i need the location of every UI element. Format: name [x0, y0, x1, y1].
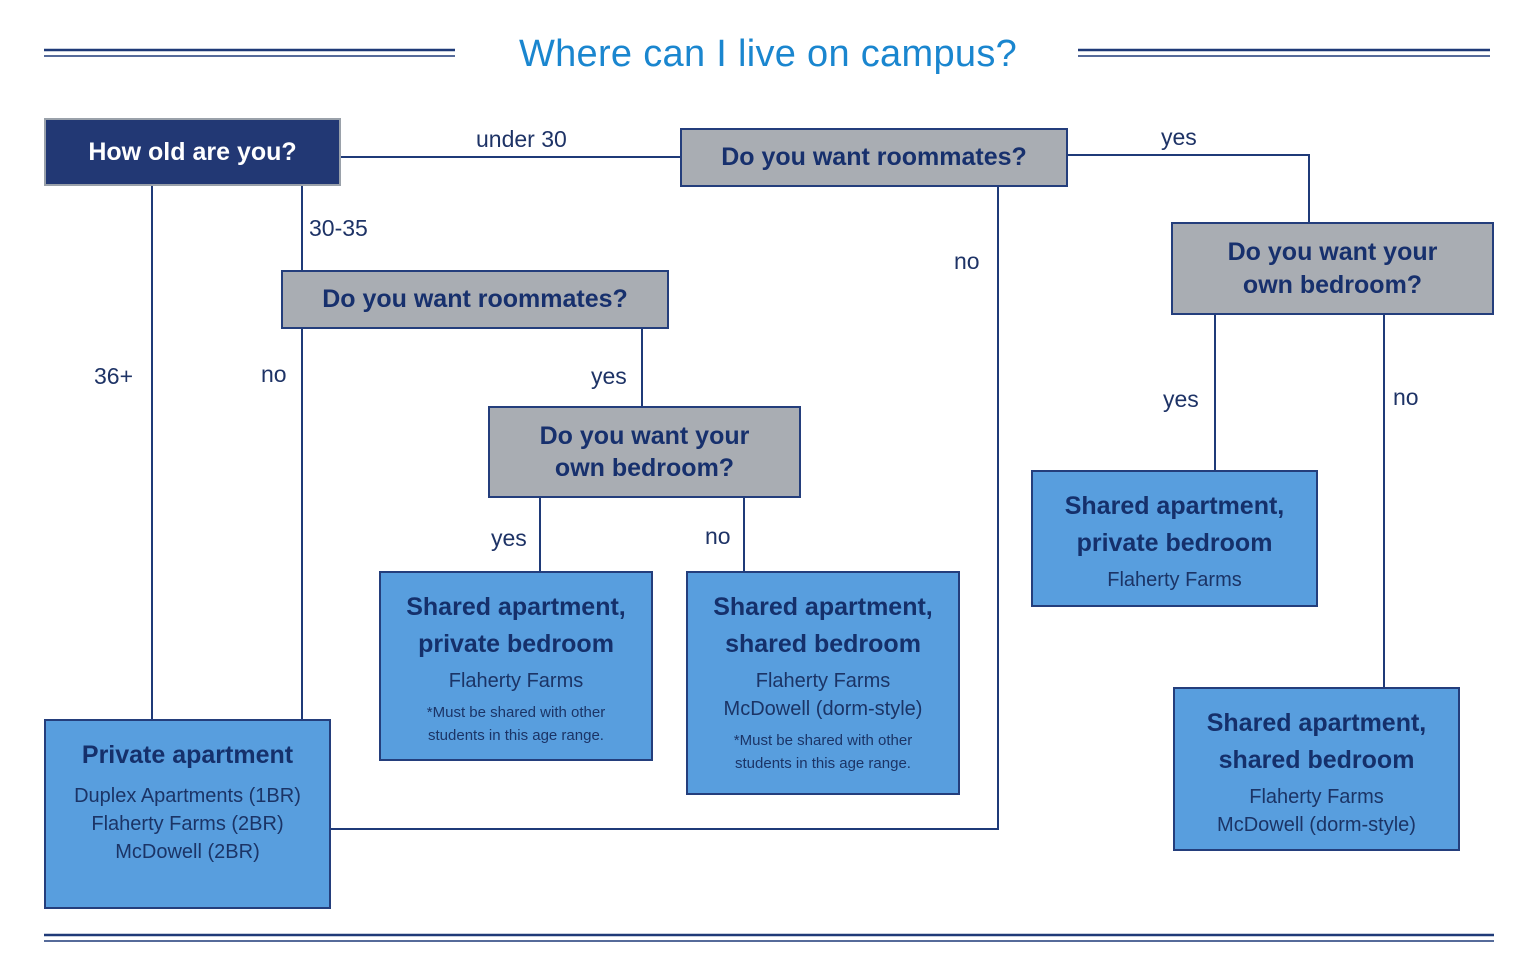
- result-location: Flaherty Farms: [1249, 786, 1384, 808]
- label-30-35-roommates-no: no: [261, 361, 287, 387]
- result-location: Flaherty Farms: [755, 670, 891, 692]
- page-title: Where can I live on campus?: [518, 33, 1018, 75]
- result-private-apartment: Private apartment Duplex Apartments (1BR…: [44, 719, 331, 909]
- result-title: Shared apartment,: [713, 593, 933, 621]
- label-under30-bedroom-no: no: [1393, 384, 1419, 410]
- question-bedroom-under30-line2: own bedroom?: [1242, 270, 1423, 299]
- question-bedroom-30-35-line2: own bedroom?: [554, 454, 735, 482]
- label-under30: under 30: [476, 126, 567, 152]
- result-shared-shared-30-35: Shared apartment, shared bedroom Flahert…: [686, 571, 960, 795]
- result-shared-private-under30: Shared apartment, private bedroom Flaher…: [1031, 470, 1318, 607]
- result-title: private bedroom: [418, 630, 614, 658]
- label-under30-roommates-no: no: [954, 248, 980, 274]
- question-roommates-under30-text: Do you want roommates?: [721, 143, 1027, 172]
- result-location: Flaherty Farms: [448, 670, 584, 692]
- title-rule-right: [1078, 48, 1490, 57]
- label-30-35-roommates-yes: yes: [591, 363, 627, 389]
- label-30-35: 30-35: [309, 215, 368, 241]
- result-title: Shared apartment,: [1206, 709, 1427, 737]
- result-location: Flaherty Farms (2BR): [91, 813, 284, 835]
- result-title: shared bedroom: [1218, 746, 1415, 774]
- question-bedroom-30-35: Do you want your own bedroom?: [488, 406, 801, 498]
- edge-under30-yes: [1068, 154, 1310, 223]
- question-roommates-30-35-text: Do you want roommates?: [322, 285, 628, 314]
- question-age-text: How old are you?: [88, 137, 297, 166]
- result-title: Shared apartment,: [406, 593, 626, 621]
- label-36plus: 36+: [94, 363, 134, 389]
- bottom-rule: [44, 933, 1494, 942]
- result-location: McDowell (dorm-style): [723, 698, 923, 720]
- label-under30-bedroom-yes: yes: [1163, 386, 1199, 412]
- label-under30-roommates-yes: yes: [1161, 124, 1197, 150]
- question-age: How old are you?: [44, 118, 341, 186]
- label-30-35-bedroom-yes: yes: [491, 525, 527, 551]
- result-private-apartment-title: Private apartment: [81, 741, 294, 769]
- result-location: McDowell (2BR): [115, 841, 260, 863]
- result-note: *Must be shared with other: [733, 732, 913, 749]
- result-title: Shared apartment,: [1064, 492, 1285, 520]
- result-note: *Must be shared with other: [426, 704, 606, 721]
- question-roommates-under30: Do you want roommates?: [680, 128, 1068, 187]
- result-note: students in this age range.: [428, 727, 604, 744]
- result-location: McDowell (dorm-style): [1217, 814, 1416, 836]
- result-title: private bedroom: [1076, 529, 1273, 557]
- question-bedroom-under30-line1: Do you want your: [1227, 238, 1438, 266]
- result-note: students in this age range.: [735, 755, 911, 772]
- question-bedroom-30-35-line1: Do you want your: [539, 421, 750, 450]
- question-bedroom-under30: Do you want your own bedroom?: [1171, 222, 1494, 315]
- result-title: shared bedroom: [725, 630, 921, 658]
- result-shared-shared-under30: Shared apartment, shared bedroom Flahert…: [1173, 687, 1460, 851]
- edge-under30-no: [331, 187, 999, 830]
- result-location: Duplex Apartments (1BR): [74, 785, 301, 807]
- label-30-35-bedroom-no: no: [705, 523, 731, 549]
- result-location: Flaherty Farms: [1107, 569, 1242, 591]
- title-rule-left: [44, 48, 455, 57]
- result-shared-private-30-35: Shared apartment, private bedroom Flaher…: [379, 571, 653, 761]
- question-roommates-30-35: Do you want roommates?: [281, 270, 669, 329]
